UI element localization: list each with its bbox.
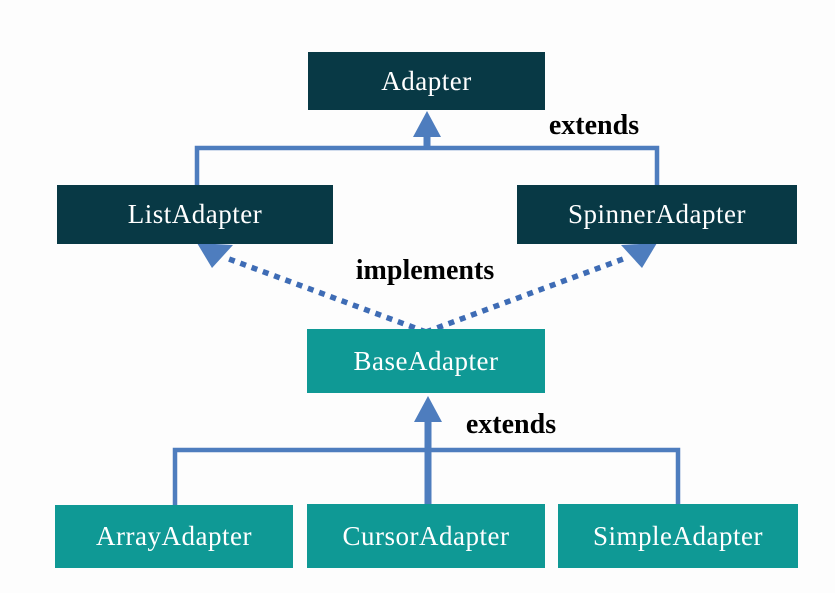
edge-label-implements: implements	[355, 255, 495, 286]
node-adapter-label: Adapter	[381, 65, 472, 96]
implements-arrowhead-spinneradapter	[621, 243, 657, 268]
node-list-adapter: ListAdapter	[57, 185, 333, 244]
edge-label-extends-bottom: extends	[465, 409, 557, 440]
node-adapter: Adapter	[308, 52, 545, 110]
node-cursor-adapter-label: CursorAdapter	[342, 520, 510, 551]
extends-arrowhead-adapter	[413, 111, 441, 137]
edge-label-extends-top: extends	[548, 110, 640, 141]
node-spinner-adapter: SpinnerAdapter	[517, 185, 797, 244]
node-spinner-adapter-label: SpinnerAdapter	[568, 199, 746, 229]
node-simple-adapter-label: SimpleAdapter	[593, 520, 763, 551]
node-array-adapter-label: ArrayAdapter	[96, 521, 252, 551]
node-array-adapter: ArrayAdapter	[55, 505, 293, 568]
node-list-adapter-label: ListAdapter	[127, 199, 263, 229]
node-simple-adapter: SimpleAdapter	[558, 504, 798, 568]
extends-arrowhead-baseadapter	[414, 396, 442, 422]
node-base-adapter-label: BaseAdapter	[353, 345, 499, 376]
node-base-adapter: BaseAdapter	[307, 329, 545, 393]
extends-edge-top-tree	[194, 145, 660, 186]
implements-arrowhead-listadapter	[197, 243, 233, 268]
node-cursor-adapter: CursorAdapter	[307, 504, 545, 568]
